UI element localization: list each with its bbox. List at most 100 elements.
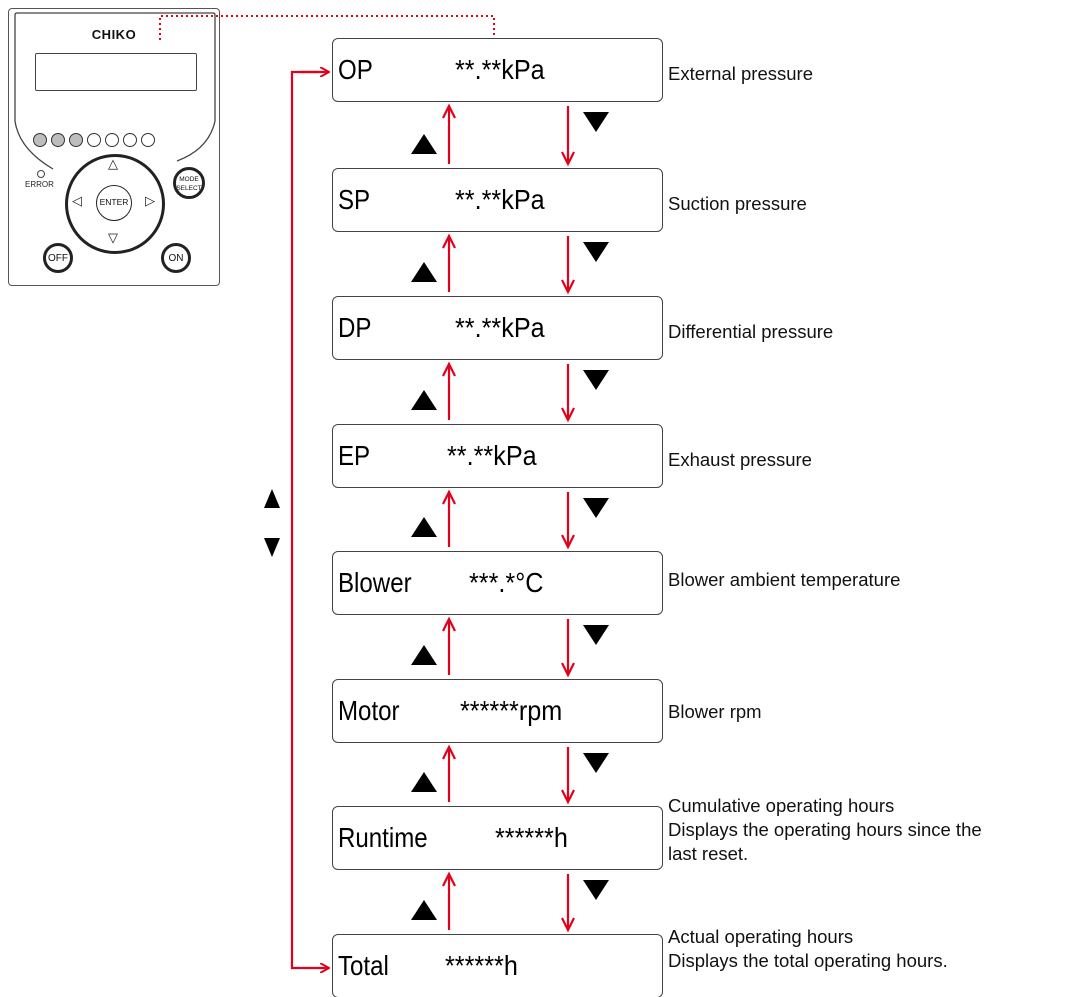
screen-value: **.**kPa xyxy=(447,440,537,471)
brand-logo: CHIKO xyxy=(91,27,137,42)
flow-arrows xyxy=(411,103,609,933)
error-label: ERROR xyxy=(25,180,54,189)
description-line: Blower ambient temperature xyxy=(668,569,901,590)
down-arrowhead xyxy=(561,151,575,167)
description-line: Suction pressure xyxy=(668,193,807,214)
down-arrowhead xyxy=(561,662,575,678)
right-key-icon[interactable]: ▷ xyxy=(145,193,155,208)
mode-label: MODE xyxy=(179,176,199,183)
down-triangle-icon xyxy=(583,498,609,518)
status-led xyxy=(87,133,101,147)
down-arrowhead xyxy=(561,789,575,805)
up-triangle-icon xyxy=(411,645,437,665)
screen-value: **.**kPa xyxy=(455,184,545,215)
screen-description: Suction pressure xyxy=(668,192,807,216)
screen-value: ******rpm xyxy=(460,695,563,726)
mode-select-button[interactable]: MODE SELECT xyxy=(173,167,205,199)
screen-value: **.**kPa xyxy=(455,312,545,343)
up-triangle-icon xyxy=(411,390,437,410)
screen-label: DP xyxy=(338,312,372,343)
description-line: Cumulative operating hours xyxy=(668,795,895,816)
down-triangle-icon xyxy=(264,538,280,557)
up-triangle-icon xyxy=(411,772,437,792)
display-screen-ep: EP **.**kPa xyxy=(332,424,663,488)
loop-to-total-line xyxy=(290,70,328,968)
enter-button[interactable]: ENTER xyxy=(96,185,132,221)
screen-value: ******h xyxy=(445,950,518,981)
error-led xyxy=(37,170,45,178)
status-led xyxy=(141,133,155,147)
screen-label: EP xyxy=(338,440,371,471)
up-arrowhead xyxy=(442,233,456,249)
up-triangle-icon xyxy=(411,900,437,920)
status-led xyxy=(51,133,65,147)
description-line: Displays the total operating hours. xyxy=(668,950,948,971)
off-button[interactable]: OFF xyxy=(43,243,73,273)
down-key-icon[interactable]: ▽ xyxy=(108,230,118,245)
screen-label: Blower xyxy=(338,567,412,598)
display-screen-motor: Motor ******rpm xyxy=(332,679,663,743)
description-line: External pressure xyxy=(668,63,813,84)
down-triangle-icon xyxy=(583,112,609,132)
status-led xyxy=(123,133,137,147)
description-line: Exhaust pressure xyxy=(668,449,812,470)
display-screen-total: Total ******h xyxy=(332,934,663,997)
description-line: Blower rpm xyxy=(668,701,762,722)
up-triangle-icon xyxy=(411,262,437,282)
control-panel: CHIKO ERROR △ ▽ ◁ ▷ ENTER MODE SELECT OF… xyxy=(8,8,220,286)
down-arrowhead xyxy=(561,534,575,550)
screen-description: Differential pressure xyxy=(668,320,833,344)
description-line: Displays the operating hours since the xyxy=(668,819,982,840)
display-screen-runtime: Runtime ******h xyxy=(332,806,663,870)
description-line: Actual operating hours xyxy=(668,926,854,947)
status-led xyxy=(69,133,83,147)
up-arrowhead xyxy=(442,744,456,760)
up-arrowhead xyxy=(442,489,456,505)
down-triangle-icon xyxy=(583,625,609,645)
up-triangle-icon xyxy=(411,517,437,537)
screen-label: SP xyxy=(338,184,371,215)
up-key-icon[interactable]: △ xyxy=(108,156,118,171)
display-screen-sp: SP **.**kPa xyxy=(332,168,663,232)
up-arrowhead xyxy=(442,871,456,887)
screen-label: OP xyxy=(338,54,373,85)
screen-description: Exhaust pressure xyxy=(668,448,812,472)
screen-description: Blower ambient temperature xyxy=(668,568,900,592)
up-triangle-icon xyxy=(264,489,280,508)
down-triangle-icon xyxy=(583,370,609,390)
panel-link-line xyxy=(159,15,495,40)
select-label: SELECT xyxy=(176,185,202,192)
up-triangle-icon xyxy=(411,134,437,154)
screen-label: Total xyxy=(338,950,389,981)
up-arrowhead xyxy=(442,616,456,632)
screen-value: ***.*°C xyxy=(469,567,544,598)
status-led xyxy=(105,133,119,147)
down-triangle-icon xyxy=(583,753,609,773)
left-key-icon[interactable]: ◁ xyxy=(72,193,82,208)
down-arrowhead xyxy=(561,279,575,295)
screen-label: Runtime xyxy=(338,822,428,853)
panel-outline xyxy=(14,12,216,170)
screen-value: **.**kPa xyxy=(455,54,545,85)
on-button[interactable]: ON xyxy=(161,243,191,273)
up-arrowhead xyxy=(442,361,456,377)
description-line: last reset. xyxy=(668,843,749,864)
down-arrowhead xyxy=(561,407,575,423)
display-screen-dp: DP **.**kPa xyxy=(332,296,663,360)
down-triangle-icon xyxy=(583,880,609,900)
display-screen-op: OP **.**kPa xyxy=(332,38,663,102)
screen-label: Motor xyxy=(338,695,400,726)
status-led xyxy=(33,133,47,147)
lcd-window xyxy=(35,53,197,91)
description-line: Differential pressure xyxy=(668,321,834,342)
up-arrowhead xyxy=(442,103,456,119)
screen-value: ******h xyxy=(495,822,568,853)
display-screen-blower: Blower ***.*°C xyxy=(332,551,663,615)
down-arrowhead xyxy=(561,917,575,933)
down-triangle-icon xyxy=(583,242,609,262)
screen-description: External pressure xyxy=(668,62,813,86)
